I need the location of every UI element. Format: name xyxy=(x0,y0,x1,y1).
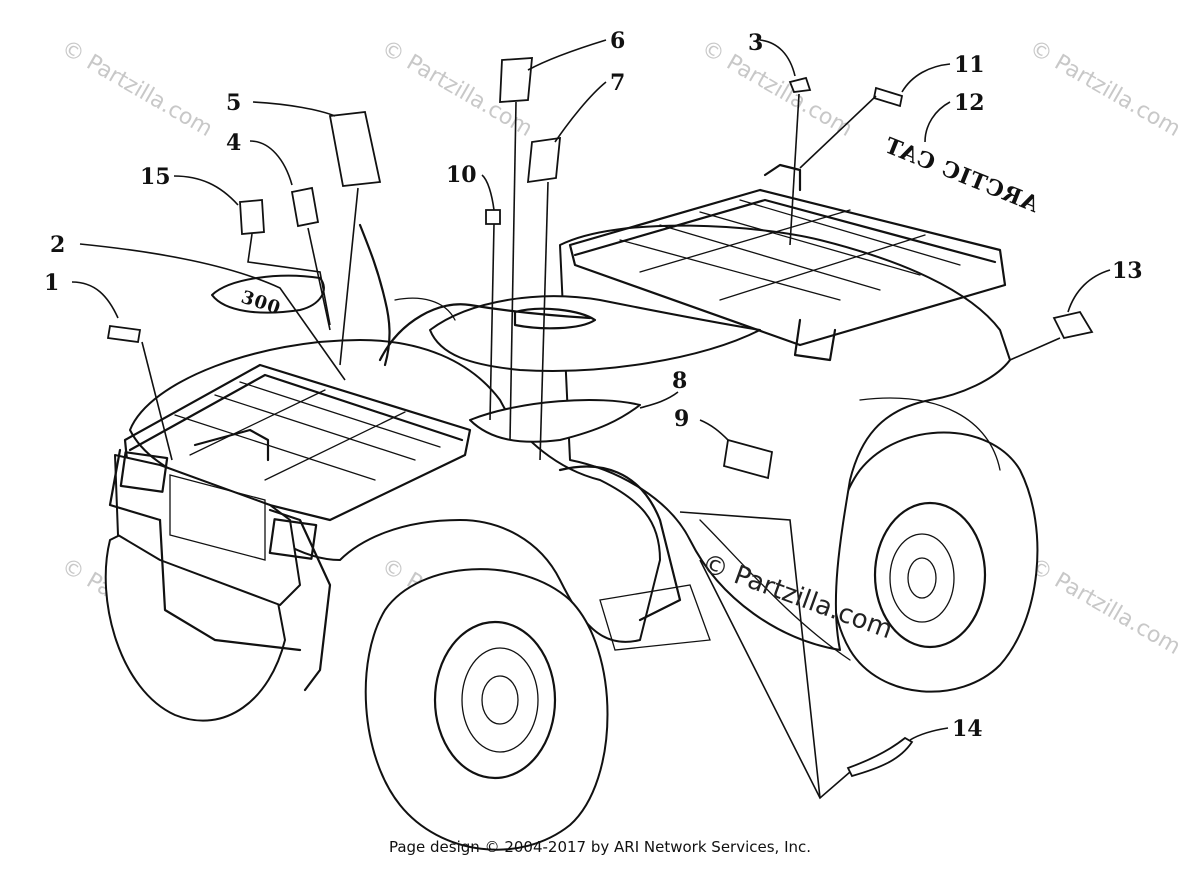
callout-1: 1 xyxy=(44,270,59,296)
decal-11 xyxy=(872,86,904,108)
callout-4: 4 xyxy=(226,130,241,156)
footer-copyright: Page design © 2004-2017 by ARI Network S… xyxy=(388,838,812,856)
callout-5: 5 xyxy=(226,90,241,116)
callout-12: 12 xyxy=(954,90,985,116)
callout-14: 14 xyxy=(952,716,983,742)
callout-3: 3 xyxy=(748,30,763,56)
callout-11: 11 xyxy=(954,52,985,78)
decal-13 xyxy=(1052,310,1094,340)
front-right-wheel xyxy=(364,568,609,851)
callout-13: 13 xyxy=(1112,258,1143,284)
callout-10: 10 xyxy=(446,162,477,188)
decal-pieces xyxy=(106,57,1094,778)
watermark-7: © Partzilla.com xyxy=(1025,554,1185,661)
leader-lines xyxy=(71,39,1111,800)
callout-7: 7 xyxy=(610,70,625,96)
decal-1 xyxy=(106,324,142,344)
front-bumper xyxy=(108,448,332,692)
watermark-1: © Partzilla.com xyxy=(57,36,217,143)
callout-9: 9 xyxy=(674,406,689,432)
decal-14 xyxy=(846,736,914,778)
front-rack xyxy=(123,363,472,522)
decal-7 xyxy=(526,136,562,184)
watermark-4: © Partzilla.com xyxy=(1025,36,1185,143)
handlebar xyxy=(358,223,597,367)
callout-15: 15 xyxy=(140,164,171,190)
decal-10 xyxy=(485,209,501,225)
callout-2: 2 xyxy=(50,232,65,258)
decal-4 xyxy=(290,186,320,228)
callout-6: 6 xyxy=(610,28,625,54)
decal-6 xyxy=(499,57,533,103)
decal-5 xyxy=(328,111,382,187)
brand-lettering: ARCTIC CAT xyxy=(880,132,1043,218)
decal-15 xyxy=(239,199,265,235)
decal-3 xyxy=(788,76,812,93)
rear-rack xyxy=(568,163,1007,362)
callout-8: 8 xyxy=(672,368,687,394)
decal-9 xyxy=(722,438,774,480)
side-stripe-decal xyxy=(469,399,641,443)
callout-labels: 1 2 3 4 5 6 7 8 9 10 11 12 13 14 15 xyxy=(44,28,1143,742)
watermark-3: © Partzilla.com xyxy=(697,36,857,143)
atv-illustration: 300 ARCTIC CAT xyxy=(104,132,1043,851)
rear-right-wheel xyxy=(830,431,1039,693)
